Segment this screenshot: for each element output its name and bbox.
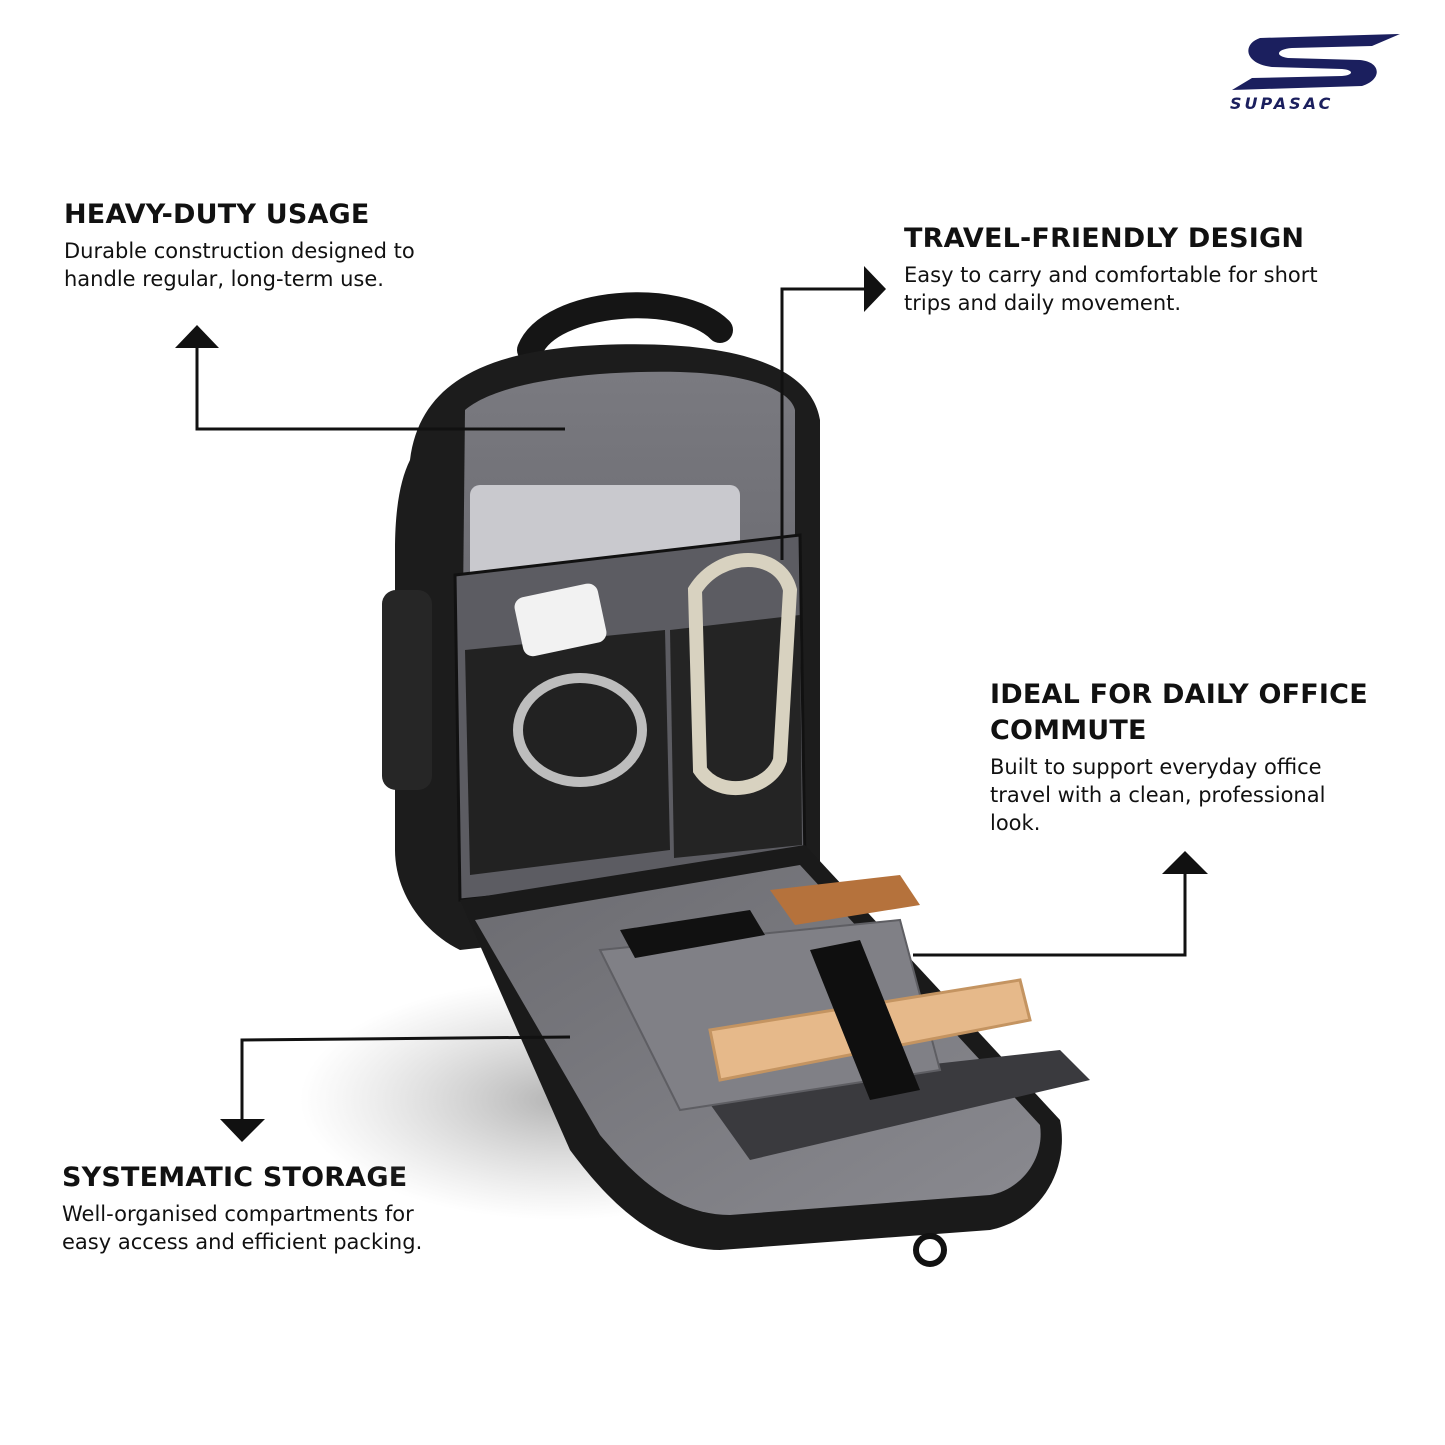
arrow-icon <box>1162 851 1208 874</box>
feature-description: Built to support everyday office travel … <box>990 755 1326 835</box>
feature-title: IDEAL FOR DAILY OFFICE COMMUTE <box>990 679 1368 746</box>
leather-card-holder <box>770 875 920 925</box>
charger-adapter <box>514 583 607 657</box>
laptop-front <box>700 1050 1090 1160</box>
side-pocket <box>382 590 432 790</box>
coiled-cable <box>513 673 647 787</box>
backpack-product-image <box>300 290 1130 1280</box>
feature-description: Durable construction designed to handle … <box>64 239 415 291</box>
brand-logo: SUPASAC <box>1222 30 1407 116</box>
open-backpack-illustration <box>300 292 1090 1267</box>
power-bank <box>620 910 765 958</box>
arrow-icon <box>220 1119 265 1142</box>
zipper-pull <box>913 1233 947 1267</box>
supasac-logo-mark-icon <box>1232 34 1400 90</box>
feature-description: Easy to carry and comfortable for short … <box>904 263 1318 315</box>
top-handle <box>517 292 733 363</box>
feature-title: HEAVY-DUTY USAGE <box>64 199 370 230</box>
power-cord <box>687 553 798 795</box>
feature-office-commute: IDEAL FOR DAILY OFFICE COMMUTE Built to … <box>990 677 1380 837</box>
brand-name: SUPASAC <box>1230 94 1334 113</box>
feature-heavy-duty: HEAVY-DUTY USAGE Durable construction de… <box>64 197 484 293</box>
elastic-strap <box>810 940 920 1100</box>
feature-travel-friendly: TRAVEL-FRIENDLY DESIGN Easy to carry and… <box>904 221 1324 317</box>
feature-title: TRAVEL-FRIENDLY DESIGN <box>904 223 1305 254</box>
arrow-icon <box>175 325 219 348</box>
feature-description: Well-organised compartments for easy acc… <box>62 1202 423 1254</box>
